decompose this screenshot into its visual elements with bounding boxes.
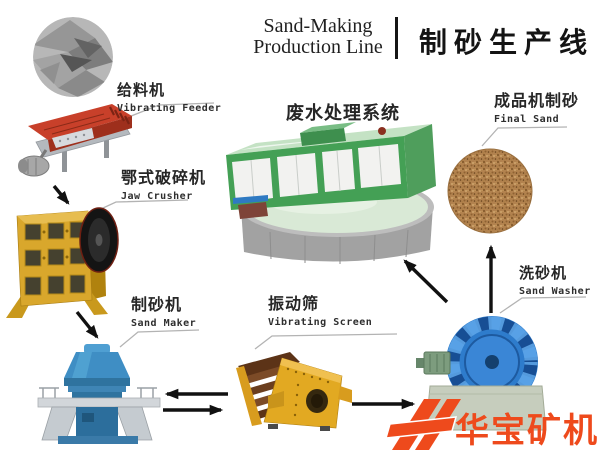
arrow-feeder-to-jaw-crusher <box>52 184 70 205</box>
label-final-sand-zh: 成品机制砂 <box>494 93 580 110</box>
vibrating-feeder-illustration <box>18 104 132 177</box>
label-vibrating-feeder-zh: 给料机 <box>117 82 166 99</box>
label-vibrating-screen-en: Vibrating Screen <box>268 317 373 328</box>
title-en-line1: Sand-Making <box>263 15 373 37</box>
wastewater-system-illustration <box>226 122 436 264</box>
label-sand-washer-zh: 洗砂机 <box>519 265 568 282</box>
label-vibrating-screen-zh: 振动筛 <box>268 296 320 313</box>
jaw-crusher-illustration <box>6 207 119 318</box>
huabao-logo-text: 华宝矿机 <box>455 412 599 450</box>
sand-maker-illustration <box>37 344 161 444</box>
label-sand-washer-en: Sand Washer <box>519 286 591 297</box>
arrow-washer-to-wastewater-tank <box>403 259 449 304</box>
label-vibrating-feeder: 给料机 Vibrating Feeder <box>117 79 221 114</box>
label-sand-maker-zh: 制砂机 <box>131 297 183 314</box>
label-vibrating-feeder-en: Vibrating Feeder <box>117 103 222 114</box>
title-en-line2: Production Line <box>253 36 383 58</box>
label-final-sand: 成品机制砂 Final Sand <box>494 87 579 125</box>
label-leader-lines <box>89 102 587 350</box>
sand-washer-illustration <box>416 316 547 431</box>
label-sand-maker: 制砂机 Sand Maker <box>131 291 196 329</box>
label-jaw-crusher-en: Jaw Crusher <box>121 191 193 202</box>
label-vibrating-screen: 振动筛 Vibrating Screen <box>268 290 372 328</box>
label-sand-washer: 洗砂机 Sand Washer <box>519 262 591 297</box>
huabao-logo-mark <box>384 399 461 450</box>
label-wastewater-system-zh: 废水处理系统 <box>286 103 400 123</box>
flow-arrows <box>52 184 497 416</box>
page-title-chinese: 制砂生产线 <box>419 28 595 59</box>
label-final-sand-en: Final Sand <box>494 114 560 125</box>
page-title-english: Sand-Making Production Line <box>243 16 393 58</box>
raw-rock-image <box>33 17 113 97</box>
label-jaw-crusher: 鄂式破碎机 Jaw Crusher <box>121 164 206 202</box>
title-divider <box>395 17 398 59</box>
arrow-jaw-crusher-to-sand-maker <box>75 310 99 339</box>
label-sand-maker-en: Sand Maker <box>131 318 197 329</box>
label-wastewater-system: 废水处理系统 <box>286 99 400 125</box>
final-sand-image <box>447 148 533 234</box>
label-jaw-crusher-zh: 鄂式破碎机 <box>121 170 207 187</box>
vibrating-screen-illustration <box>236 352 352 431</box>
